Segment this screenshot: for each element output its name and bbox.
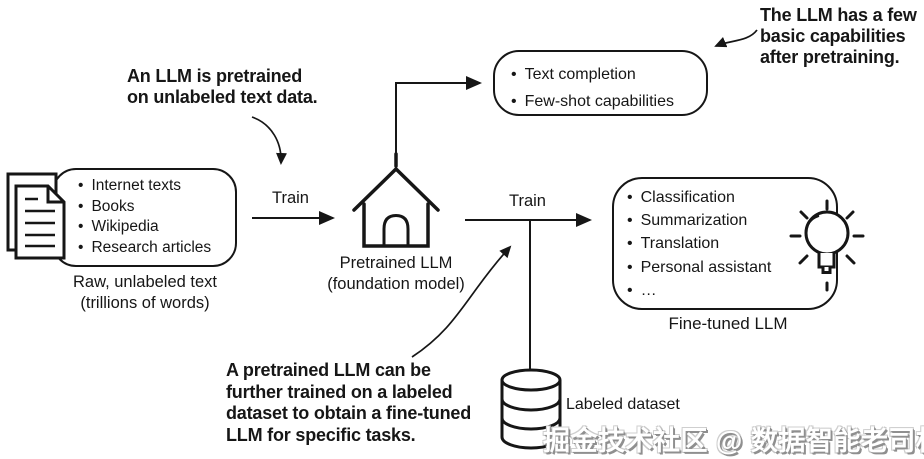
list-item: • Research articles bbox=[78, 238, 235, 259]
finetuned-llm-caption: Fine-tuned LLM bbox=[668, 314, 788, 333]
house-icon bbox=[352, 152, 440, 248]
bullet-icon: • bbox=[627, 258, 633, 276]
bullet-icon: • bbox=[78, 197, 84, 215]
raw-text-caption: Raw, unlabeled text (trillions of words) bbox=[72, 273, 217, 312]
bullet-icon: • bbox=[627, 212, 633, 230]
list-item: • Few-shot capabilities bbox=[511, 88, 706, 115]
task-label: … bbox=[640, 281, 657, 299]
list-item: • Text completion bbox=[511, 61, 706, 88]
capabilities-annotation: The LLM has a few basic capabilities aft… bbox=[760, 5, 917, 67]
list-item: • Wikipedia bbox=[78, 217, 235, 238]
list-item: • Internet texts bbox=[78, 176, 235, 197]
source-label: Wikipedia bbox=[91, 218, 159, 235]
bullet-icon: • bbox=[627, 189, 633, 206]
list-item: •… bbox=[627, 279, 836, 302]
task-label: Classification bbox=[640, 189, 735, 206]
list-item: • Translation bbox=[627, 232, 836, 255]
source-label: Research articles bbox=[91, 238, 212, 256]
source-label: Books bbox=[91, 197, 135, 215]
raw-text-sources-box: • Internet texts • Books • Wikipedia • Resea… bbox=[52, 168, 237, 267]
arrow-house-to-capabilities bbox=[395, 76, 482, 157]
arrow-annotation-pretrain bbox=[251, 116, 287, 165]
arrow-annotation-capabilities bbox=[714, 29, 758, 48]
pretrained-llm-caption: Pretrained LLM (foundation model) bbox=[327, 254, 465, 293]
list-item: • Books bbox=[78, 197, 235, 218]
pretrain-annotation: An LLM is pretrained on unlabeled text d… bbox=[127, 66, 318, 107]
task-label: Summarization bbox=[640, 212, 748, 230]
capability-label: Text completion bbox=[524, 66, 636, 83]
train-label-left: Train bbox=[272, 189, 309, 207]
labeled-dataset-label: Labeled dataset bbox=[566, 396, 680, 413]
bullet-icon: • bbox=[78, 218, 84, 235]
watermark: 掘金技术社区 @ 数据智能老司机 bbox=[543, 426, 924, 456]
finetuned-tasks-box: • Classification • Summarization • Translat… bbox=[612, 177, 838, 310]
finetune-annotation: A pretrained LLM can be further trained … bbox=[226, 360, 472, 445]
list-item: • Summarization bbox=[627, 209, 836, 232]
bullet-icon: • bbox=[627, 281, 633, 299]
bullet-icon: • bbox=[627, 235, 633, 253]
pretraining-capabilities-box: • Text completion • Few-shot capabilities bbox=[493, 50, 708, 116]
task-label: Translation bbox=[640, 235, 720, 253]
bullet-icon: • bbox=[78, 238, 84, 256]
list-item: • Classification bbox=[627, 186, 836, 209]
bullet-icon: • bbox=[511, 66, 517, 83]
bullet-icon: • bbox=[511, 93, 517, 110]
bullet-icon: • bbox=[78, 177, 84, 194]
list-item: • Personal assistant bbox=[627, 256, 836, 279]
capability-label: Few-shot capabilities bbox=[524, 93, 675, 110]
train-label-right: Train bbox=[509, 192, 546, 210]
source-label: Internet texts bbox=[91, 177, 182, 194]
task-label: Personal assistant bbox=[640, 258, 772, 276]
